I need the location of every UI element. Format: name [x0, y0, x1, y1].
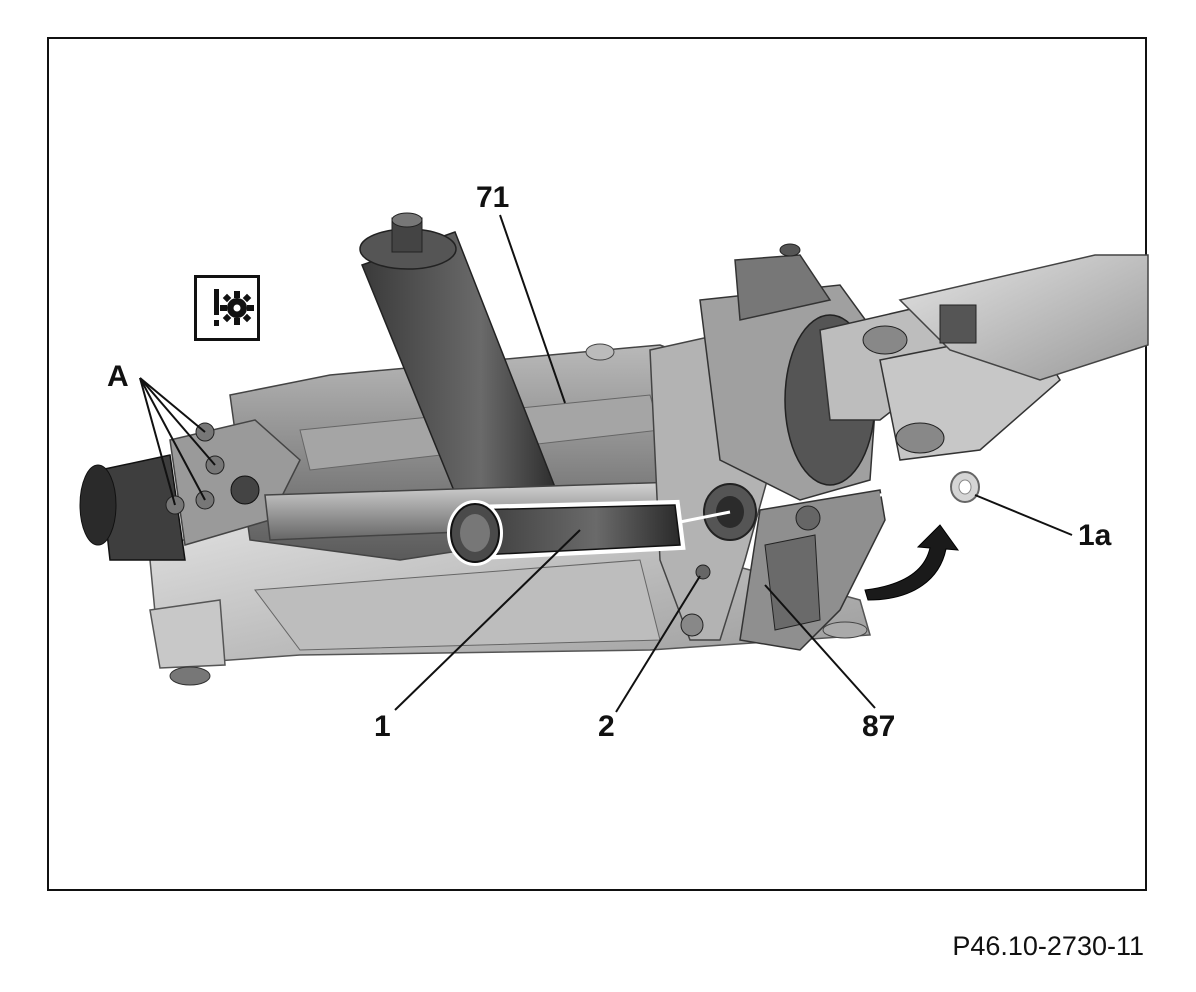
callout-2: 2	[598, 710, 615, 743]
loose-part-1a	[879, 471, 980, 503]
caution-gear-icon	[194, 275, 260, 341]
callout-1a: 1a	[1078, 519, 1112, 552]
callout-A: A	[107, 360, 129, 393]
leader-lines	[139, 214, 1073, 713]
rotate-arrow-icon	[864, 524, 960, 601]
callout-71: 71	[476, 181, 510, 214]
vertical-cylinder	[359, 212, 561, 531]
removal-pin	[447, 499, 731, 566]
right-bracket	[739, 489, 886, 651]
callout-87: 87	[862, 710, 896, 743]
figure-id: P46.10-2730-11	[952, 931, 1144, 961]
universal-joint	[699, 243, 1149, 501]
callout-1: 1	[374, 710, 391, 743]
